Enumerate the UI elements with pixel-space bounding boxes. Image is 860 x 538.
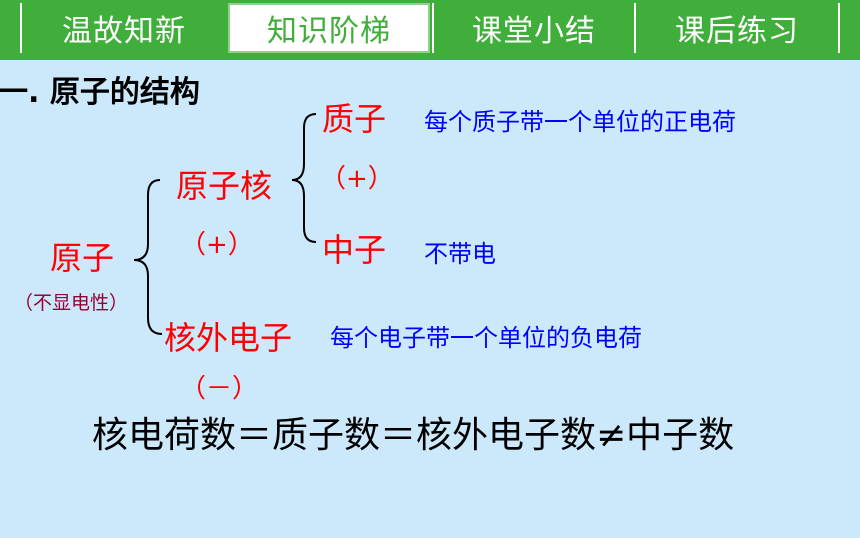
electron-charge: （－） xyxy=(180,374,259,404)
neutron-description: 不带电 xyxy=(424,240,496,268)
charge-equation: 核电荷数＝质子数＝核外电子数≠中子数 xyxy=(92,415,735,456)
proton-label: 质子 xyxy=(322,100,387,138)
electron-description: 每个电子带一个单位的负电荷 xyxy=(330,324,642,352)
proton-description: 每个质子带一个单位的正电荷 xyxy=(424,108,736,136)
tab-exercises[interactable]: 课后练习 xyxy=(634,3,838,53)
proton-charge: （+） xyxy=(320,164,394,194)
atom-brace xyxy=(133,179,163,335)
tab-exercises-label: 课后练习 xyxy=(675,14,799,49)
nav-edge-right xyxy=(838,3,840,53)
section-title: 一. 原子的结构 xyxy=(0,75,200,110)
neutron-label: 中子 xyxy=(322,231,387,269)
nucleus-brace xyxy=(291,113,317,243)
atom-label: 原子 xyxy=(50,239,115,277)
atom-note: （不显电性） xyxy=(14,292,129,314)
nucleus-label: 原子核 xyxy=(176,167,273,205)
tab-summary-label: 课堂小结 xyxy=(472,14,596,49)
tab-knowledge-ladder[interactable]: 知识阶梯 xyxy=(228,3,430,53)
nucleus-charge: （+） xyxy=(180,230,254,260)
tab-review-label: 温故知新 xyxy=(62,14,186,49)
tab-summary[interactable]: 课堂小结 xyxy=(432,3,634,53)
tab-review[interactable]: 温故知新 xyxy=(22,3,226,53)
electron-label: 核外电子 xyxy=(164,319,293,357)
nav-edge-left xyxy=(20,3,22,53)
tab-knowledge-ladder-label: 知识阶梯 xyxy=(267,14,391,49)
nav-bar: 温故知新 知识阶梯 课堂小结 课后练习 xyxy=(0,0,860,60)
